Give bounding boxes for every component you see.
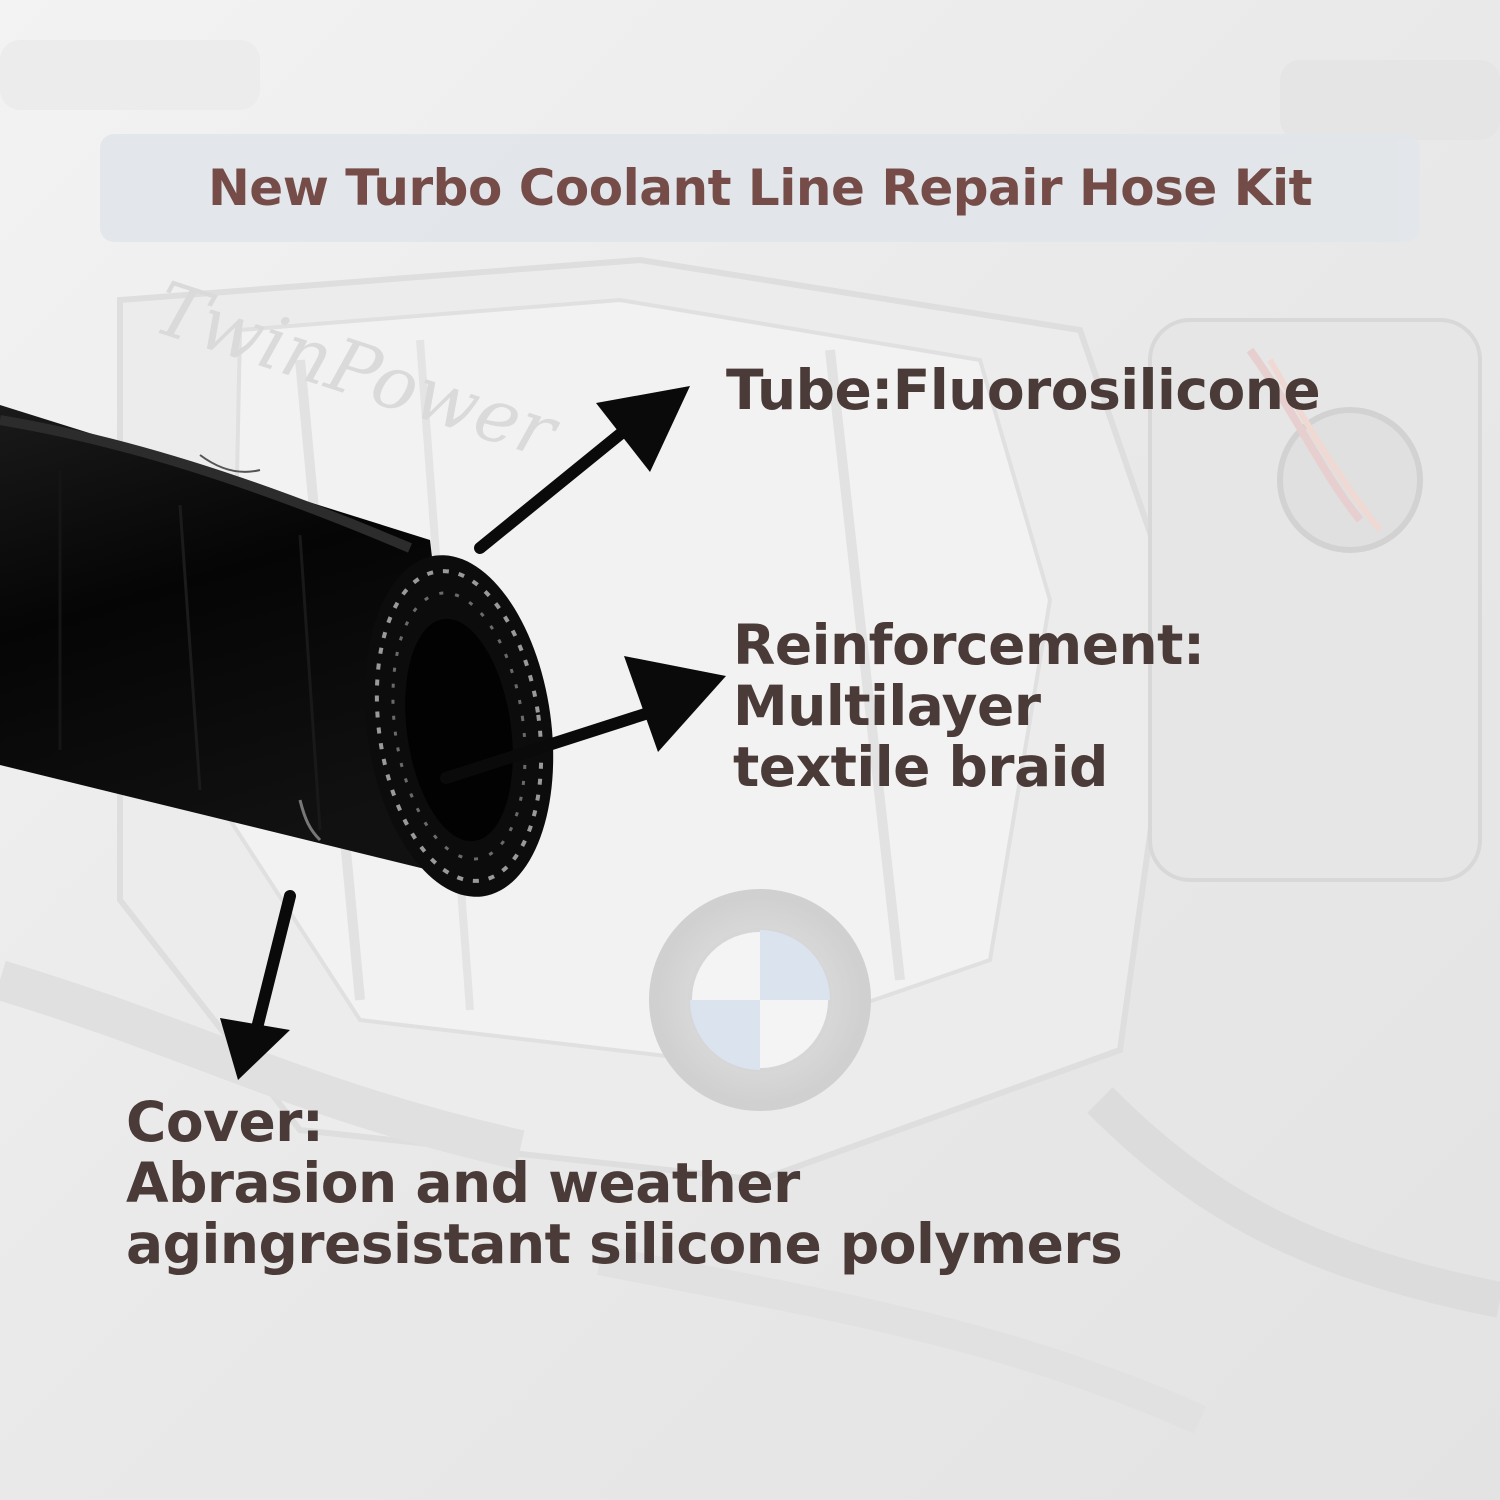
cover-label: Cover: Abrasion and weather agingresista… (126, 1090, 1123, 1276)
cover-label-line-1: Cover: (126, 1090, 324, 1154)
arrow-cover (220, 890, 296, 1080)
arrow-tube (474, 386, 690, 554)
reinforcement-label-line-3: textile braid (733, 735, 1108, 799)
hose-bore (405, 618, 513, 842)
reinforcement-label-line-1: Reinforcement: (733, 613, 1205, 677)
title-banner: New Turbo Coolant Line Repair Hose Kit (100, 134, 1420, 242)
cover-label-line-3: agingresistant silicone polymers (126, 1212, 1123, 1276)
arrow-reinforcement (440, 656, 726, 784)
reinforcement-label: Reinforcement: Multilayer textile braid (733, 613, 1205, 799)
cover-label-line-2: Abrasion and weather (126, 1151, 800, 1215)
hose (0, 405, 554, 897)
reinforcement-label-line-2: Multilayer (733, 674, 1041, 738)
tube-label: Tube:Fluorosilicone (726, 358, 1321, 422)
tube-label-text: Tube:Fluorosilicone (726, 358, 1321, 422)
page-title: New Turbo Coolant Line Repair Hose Kit (207, 159, 1313, 217)
